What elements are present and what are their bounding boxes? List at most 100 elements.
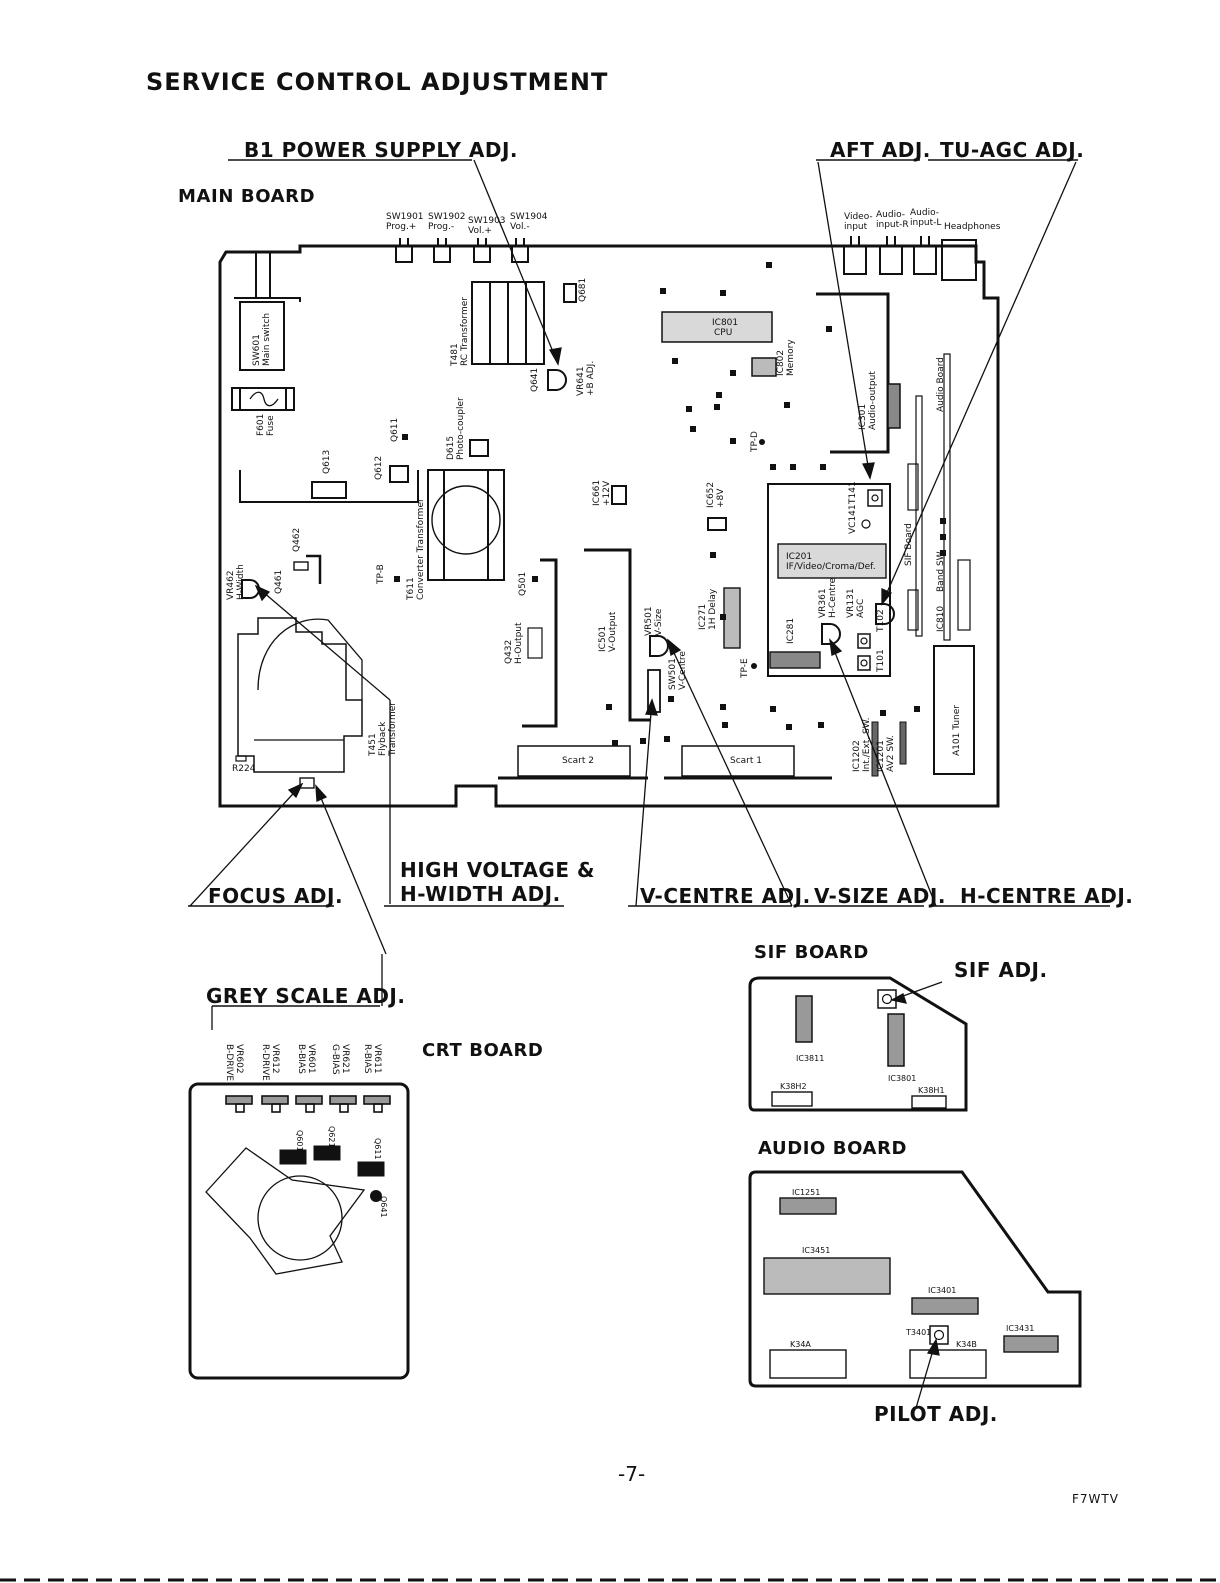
v-size-label: V-SIZE ADJ.	[814, 884, 946, 908]
ic1201-label: IC1201	[876, 740, 886, 772]
t102-label: T102	[876, 609, 886, 632]
ic3451-label: IC3451	[802, 1246, 831, 1255]
t451-fn2: Transformer	[388, 701, 398, 756]
ic801-label: IC801	[712, 318, 739, 328]
ic810-label: IC810	[936, 605, 946, 632]
sw501-fn: V-Centre	[678, 651, 688, 690]
sw601-label: SW601	[252, 334, 262, 366]
audio-l-label-2: input-L	[910, 218, 942, 228]
vr131-trimmer	[875, 603, 895, 625]
ic661-label: IC661	[592, 479, 602, 506]
q681-label: Q681	[578, 277, 588, 302]
sw1904-fn: Vol.-	[510, 222, 530, 232]
vr501-trimmer	[649, 635, 669, 657]
crt-board-outline	[188, 1082, 410, 1380]
ic3801-chip	[887, 1013, 905, 1067]
vr641-trimmer	[547, 369, 567, 391]
ic1251-label: IC1251	[792, 1188, 821, 1197]
q611-crt-label: Q611	[373, 1138, 382, 1160]
q601-label: Q601	[295, 1130, 304, 1152]
vr361-label: VR361	[818, 588, 828, 618]
q432-fn: H-Output	[514, 622, 524, 664]
focus-label: FOCUS ADJ.	[208, 884, 344, 908]
ic201-chip	[777, 543, 887, 579]
vr641-label: VR641	[576, 366, 586, 396]
ic271-chip	[723, 587, 741, 649]
t481-label: T481	[450, 343, 460, 366]
ic802-label: IC802	[776, 349, 786, 376]
bracket-top	[816, 292, 890, 454]
ic3401-chip	[911, 1297, 979, 1315]
q612-label: Q612	[374, 455, 384, 480]
heading-underlines	[188, 159, 1110, 1007]
page-title: SERVICE CONTROL ADJUSTMENT	[146, 68, 609, 96]
main-board-label: MAIN BOARD	[178, 186, 316, 207]
vr641-fn: +B ADJ.	[586, 360, 596, 396]
ic201-label: IC201	[786, 552, 813, 562]
vr621-label: VR621	[340, 1044, 350, 1074]
t3401-label: T3401	[906, 1328, 932, 1337]
main-board-outline	[218, 244, 1000, 808]
scart2-connector	[517, 745, 631, 777]
vr462-label: VR462	[226, 570, 236, 600]
front-switches	[395, 238, 529, 263]
main-switch-block	[231, 252, 301, 411]
ic271-label: IC271	[698, 603, 708, 630]
vr501-label: VR501	[644, 606, 654, 636]
audio-r-label-2: input-R	[876, 220, 909, 230]
ic301-chip	[887, 383, 901, 429]
vr501-fn: V-Size	[654, 608, 664, 636]
vr621-fn: G-BIAS	[330, 1044, 340, 1075]
ic801-chip	[661, 311, 773, 343]
r224-label: R224	[232, 764, 256, 774]
ic201-fn: IF/Video/Croma/Def.	[786, 562, 876, 572]
grey-scale-label: GREY SCALE ADJ.	[206, 984, 406, 1008]
audio-board-label: AUDIO BOARD	[758, 1138, 908, 1159]
component-dots	[394, 262, 946, 746]
h-width-label: H-WIDTH ADJ.	[400, 882, 561, 906]
vr131-fn: AGC	[856, 598, 866, 618]
tuner-block	[933, 645, 975, 775]
sw1902-fn: Prog.-	[428, 222, 455, 232]
high-voltage-label: HIGH VOLTAGE &	[400, 858, 595, 882]
scart1-connector	[681, 745, 795, 777]
ic1251-chip	[779, 1197, 837, 1215]
ic3431-chip	[1003, 1335, 1059, 1353]
ic281-chip	[769, 651, 821, 669]
vr361-fn: H-Centre	[828, 577, 838, 618]
sw1903-fn: Vol.+	[468, 226, 492, 236]
crt-trimmers	[225, 1095, 391, 1113]
k34a-label: K34A	[790, 1340, 811, 1349]
vr602-fn: B-DRIVE	[224, 1044, 234, 1082]
audio-r-label-1: Audio-	[876, 210, 905, 220]
scart1-label: Scart 1	[730, 756, 762, 766]
ic801-fn: CPU	[714, 328, 733, 338]
sw1901-label: SW1901	[386, 212, 424, 222]
ic652-label: IC652	[706, 481, 716, 508]
vr611-label: VR611	[372, 1044, 382, 1074]
t141-label: T141	[848, 481, 858, 504]
d615-label: D615	[446, 435, 456, 460]
sw1901-fn: Prog.+	[386, 222, 417, 232]
q613-label: Q613	[322, 449, 332, 474]
vc141-label: VC141	[848, 504, 858, 534]
d615-fn: Photo-coupler	[456, 397, 466, 460]
sif-board-label: SIF BOARD	[754, 942, 869, 963]
sif-adj-label: SIF ADJ.	[954, 958, 1048, 982]
vr602-label: VR602	[234, 1044, 244, 1074]
ic201-area	[767, 483, 891, 677]
bracket-ic501	[584, 548, 650, 722]
t611-fn: Converter Transformer	[416, 498, 426, 600]
headphones-label: Headphones	[944, 222, 1001, 232]
t611-label: T611	[406, 577, 416, 600]
q641-crt-label: Q641	[379, 1196, 388, 1218]
vr612-fn: R-DRIVE	[260, 1044, 270, 1081]
ic3431-label: IC3431	[1006, 1324, 1035, 1333]
vr131-label: VR131	[846, 588, 856, 618]
ic301-fn: Audio-output	[868, 371, 878, 430]
scart2-label: Scart 2	[562, 756, 594, 766]
vr601-label: VR601	[306, 1044, 316, 1074]
aft-label: AFT ADJ.	[830, 138, 931, 162]
ic3811-label: IC3811	[796, 1054, 825, 1063]
